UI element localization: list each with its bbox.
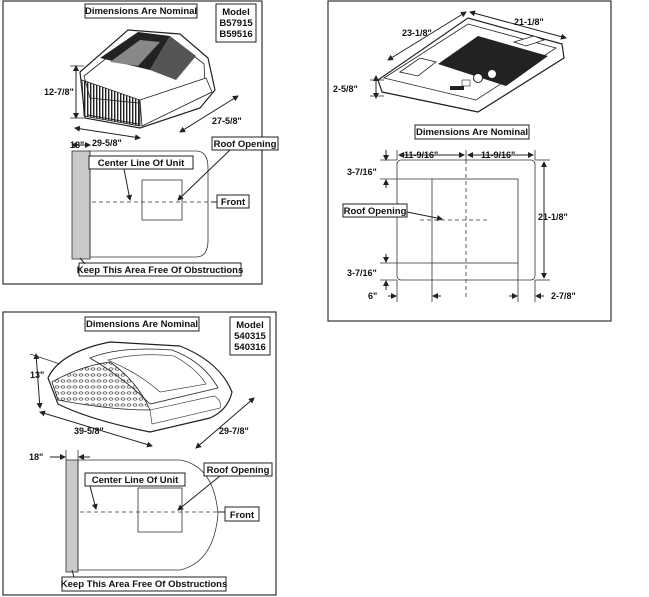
- panel-a-model-2: B59516: [219, 29, 252, 40]
- panel-c-width-label: 39-5/8": [74, 426, 104, 436]
- panel-b-half-left-label: 11-9/16": [404, 150, 438, 160]
- panel-b-bottom-offset-label: 3-7/16": [347, 268, 377, 278]
- panel-b-right-offset-label: 2-7/8": [551, 291, 576, 301]
- panel-b-side-total-label: 21-1/8": [538, 212, 568, 222]
- panel-a-title: Dimensions Are Nominal: [85, 6, 197, 17]
- panel-b-height-label: 2-5/8": [333, 84, 358, 94]
- panel-c-model-box: Model 540315 540316: [229, 316, 271, 356]
- panel-a-model-box: Model B57915 B59516: [215, 3, 257, 43]
- panel-a-title-box: Dimensions Are Nominal: [84, 3, 198, 19]
- panel-b-half-right-label: 11-9/16": [481, 150, 515, 160]
- panel-b-dim-width: 23-1/8": [387, 11, 467, 61]
- panel-a-roof-opening-label: Roof Opening: [214, 139, 277, 150]
- panel-a-keep-clear-label: Keep This Area Free Of Obstructions: [77, 265, 243, 276]
- panel-b-title: Dimensions Are Nominal: [416, 127, 528, 138]
- panel-b-roof-opening-label: Roof Opening: [344, 206, 407, 217]
- panel-c-title: Dimensions Are Nominal: [86, 319, 198, 330]
- panel-a-depth-label: 27-5/8": [212, 116, 242, 126]
- panel-c-model-1: 540315: [234, 331, 266, 342]
- panel-c-roof-opening-label: Roof Opening: [207, 465, 270, 476]
- panel-c-ac-unit-illustration: [47, 341, 233, 433]
- panel-c-front-label: Front: [230, 510, 255, 521]
- panel-b-ceiling-assembly-illustration: [377, 17, 565, 113]
- panel-c-keep-clear-label: Keep This Area Free Of Obstructions: [61, 579, 227, 590]
- panel-a-plan-view: 18" Center Line Of Unit Roof Opening Fro…: [70, 136, 279, 277]
- panel-a-center-line-label: Center Line Of Unit: [98, 158, 185, 169]
- panel-b-dim-height: 2-5/8": [333, 75, 384, 99]
- panel-b-left-offset-label: 6": [368, 291, 377, 301]
- panel-a: Dimensions Are Nominal Model B57915 B595…: [2, 0, 279, 285]
- panel-c-dim-width: 39-5/8": [39, 410, 153, 448]
- panel-a-model-label: Model: [222, 7, 249, 18]
- panel-c-height-label: 13": [30, 370, 44, 380]
- panel-c-dim-depth: 29-7/8": [195, 397, 255, 449]
- panel-c-center-line-label: Center Line Of Unit: [92, 475, 179, 486]
- panel-a-width-label: 29-5/8": [92, 138, 122, 148]
- panel-b-width-label: 23-1/8": [402, 28, 432, 38]
- panel-a-dim-depth: 27-5/8": [179, 95, 242, 133]
- panel-c-clearance-label: 18": [29, 452, 43, 462]
- panel-a-height-label: 12-7/8": [44, 87, 74, 97]
- panel-a-front-label: Front: [221, 197, 246, 208]
- panel-a-dim-width: 29-5/8": [74, 125, 141, 148]
- panel-c-depth-label: 29-7/8": [219, 426, 249, 436]
- panel-a-model-1: B57915: [219, 18, 253, 29]
- panel-b-top-offset-label: 3-7/16": [347, 167, 377, 177]
- panel-a-dim-height: 12-7/8": [44, 65, 84, 119]
- panel-c: Dimensions Are Nominal Model 540315 5403…: [2, 311, 277, 596]
- panel-b-depth-label: 21-1/8": [514, 17, 544, 27]
- panel-c-clearance-strip: [65, 459, 79, 573]
- panel-c-model-label: Model: [236, 320, 263, 331]
- panel-b-dim-depth: 21-1/8": [469, 10, 567, 40]
- panel-c-plan-view: 18" Center Line Of Unit Roof Opening Fro…: [29, 450, 273, 592]
- panel-b: 23-1/8" 21-1/8" 2-5/8" Dimensions Are No…: [327, 0, 612, 322]
- panel-b-roof-opening-square: [431, 178, 519, 264]
- panel-a-clearance-strip: [71, 150, 91, 260]
- panel-c-dim-height: 13": [29, 353, 61, 409]
- panel-b-plan-view: 11-9/16" 11-9/16" 3-7/16" 21-1/8" Roof O…: [342, 150, 576, 302]
- panel-c-model-2: 540316: [234, 342, 266, 353]
